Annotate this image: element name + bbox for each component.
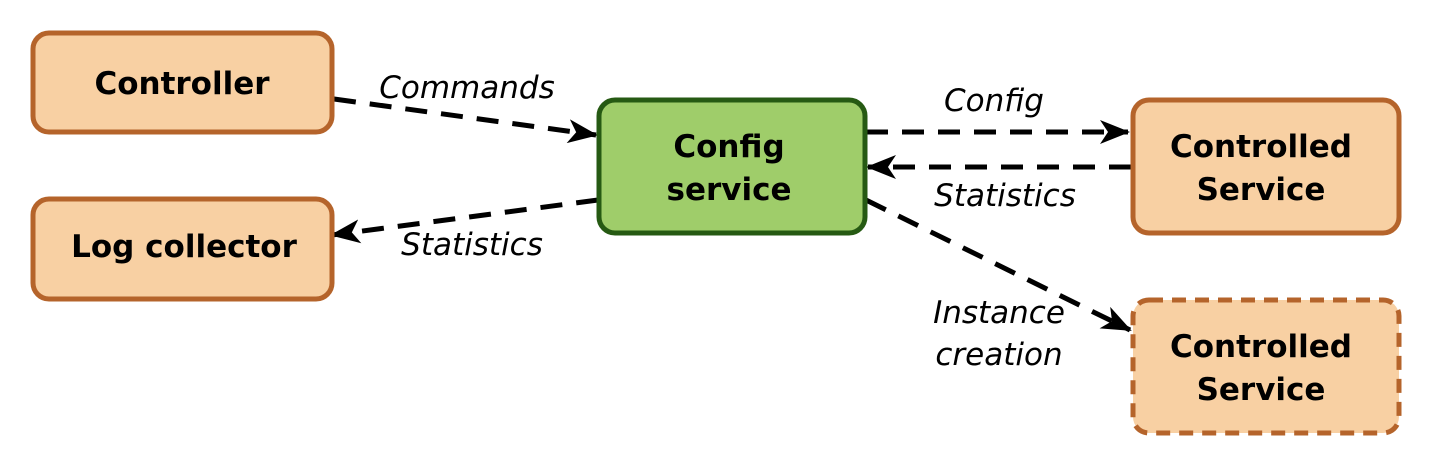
node-controlled-service: Controlled Service	[1130, 97, 1402, 236]
edge-instance-creation: Instance creation	[864, 197, 1132, 373]
log-collector-box	[30, 196, 335, 302]
controller-label: Controller	[94, 66, 270, 102]
config-service-label-line1: Config	[673, 129, 784, 165]
commands-label: Commands	[379, 70, 554, 106]
controlled-service-box	[1130, 97, 1402, 236]
log-collector-label: Log collector	[71, 229, 297, 265]
statistics-in-label: Statistics	[934, 178, 1076, 214]
config-service-box	[596, 97, 868, 236]
node-log-collector: Log collector	[30, 196, 335, 302]
controlled-service-label-line2: Service	[1197, 172, 1326, 208]
controlled-service-new-label-line1: Controlled	[1170, 329, 1352, 365]
instance-creation-label-line2: creation	[935, 337, 1062, 373]
controlled-service-new-label-line2: Service	[1197, 372, 1326, 408]
config-service-label-line2: service	[667, 172, 792, 208]
statistics-out-label: Statistics	[401, 227, 543, 263]
node-config-service: Config service	[596, 97, 868, 236]
instance-creation-arrow	[864, 197, 1132, 333]
edge-statistics-in: Statistics	[866, 155, 1131, 214]
controlled-service-label-line1: Controlled	[1170, 129, 1352, 165]
node-controlled-service-new: Controlled Service	[1130, 297, 1402, 436]
statistics-out-arrow	[330, 197, 599, 244]
edge-commands: Commands	[333, 70, 598, 144]
commands-arrow	[333, 96, 598, 144]
edge-statistics-out: Statistics	[330, 197, 599, 263]
config-label: Config	[944, 83, 1044, 119]
edge-config: Config	[866, 83, 1130, 144]
controlled-service-new-box	[1130, 297, 1402, 436]
node-controller: Controller	[30, 30, 335, 135]
instance-creation-label-line1: Instance	[933, 295, 1065, 331]
controller-box	[30, 30, 335, 135]
